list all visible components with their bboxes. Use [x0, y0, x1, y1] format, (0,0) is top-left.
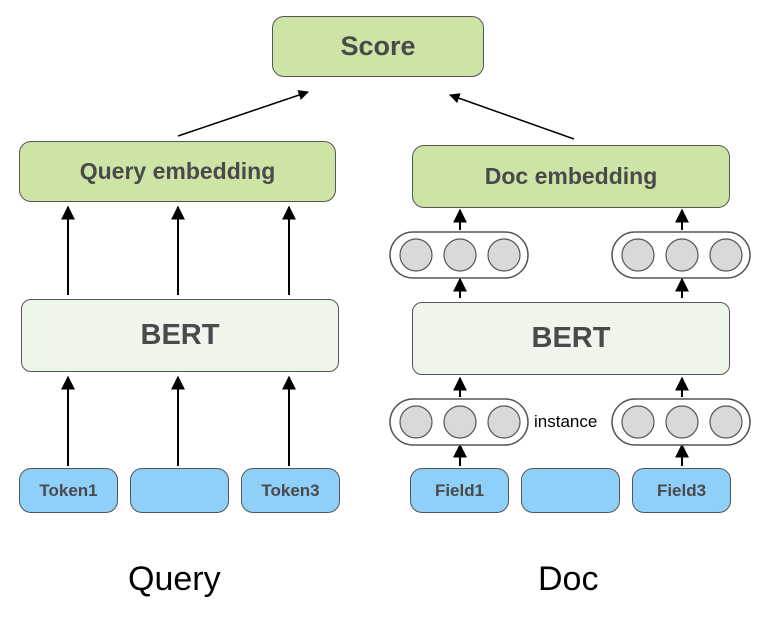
vector-cell: [487, 238, 521, 272]
vector-cell: [487, 405, 521, 439]
query-embedding-label: Query embedding: [79, 158, 276, 184]
vector-cell: [443, 238, 477, 272]
vector-cell: [399, 238, 433, 272]
vector-cell: [399, 405, 433, 439]
query-caption: Query: [128, 560, 221, 598]
query-bert-box: BERT: [21, 299, 339, 372]
doc-bert-label: BERT: [531, 322, 611, 354]
doc-instance-vector-right: [611, 398, 751, 446]
arrow-doc-to-score: [449, 93, 575, 140]
doc-instance-vector-left: [389, 398, 529, 446]
vector-cell: [443, 405, 477, 439]
doc-output-vector-right: [611, 231, 751, 279]
doc-embedding-box: Doc embedding: [412, 145, 730, 208]
score-box: Score: [272, 16, 484, 77]
doc-field-1: Field1: [410, 468, 509, 513]
query-token-3: Token3: [241, 468, 340, 513]
doc-bert-box: BERT: [412, 302, 730, 375]
arrow-query-to-score: [177, 90, 309, 137]
query-token-label: Token3: [261, 480, 320, 500]
vector-cell: [665, 405, 699, 439]
query-bert-label: BERT: [140, 319, 220, 351]
query-token-1: Token1: [19, 468, 118, 513]
vector-cell: [621, 238, 655, 272]
vector-cell: [709, 238, 743, 272]
score-label: Score: [340, 31, 416, 61]
vector-cell: [621, 405, 655, 439]
query-token-label: Token1: [39, 480, 98, 500]
doc-field-3: Field3: [632, 468, 731, 513]
vector-cell: [665, 238, 699, 272]
doc-caption: Doc: [538, 560, 599, 598]
doc-field-2: [521, 468, 620, 513]
query-embedding-box: Query embedding: [19, 141, 336, 202]
instance-label: instance: [534, 412, 598, 431]
doc-field-label: Field3: [656, 480, 707, 500]
query-token-2: [130, 468, 229, 513]
doc-field-label: Field1: [434, 480, 485, 500]
doc-output-vector-left: [389, 231, 529, 279]
vector-cell: [709, 405, 743, 439]
doc-embedding-label: Doc embedding: [484, 163, 658, 189]
